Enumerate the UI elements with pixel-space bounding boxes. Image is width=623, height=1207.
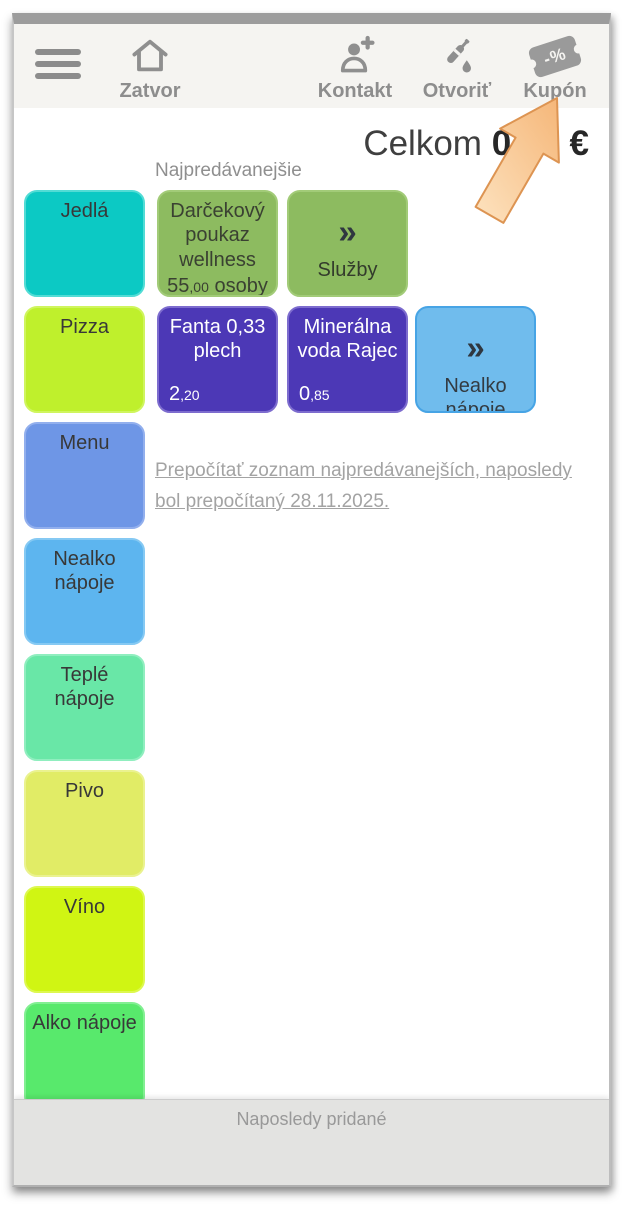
category-button-pivo[interactable]: Pivo	[24, 770, 145, 877]
product-name: Fanta 0,33 plech	[169, 316, 266, 363]
product-name: Minerálna voda Rajec	[297, 316, 398, 363]
category-link-button-sluzby[interactable]: » Služby	[287, 190, 408, 297]
category-button-pizza[interactable]: Pizza	[24, 306, 145, 413]
content-area: Celkom 0,00 € Najpredávanejšie Jedlá Piz…	[14, 108, 609, 1109]
toolbar-button-otvorit[interactable]: Otvoriť	[407, 32, 507, 103]
category-label: Teplé nápoje	[54, 664, 115, 710]
category-label: Pizza	[60, 316, 109, 338]
toolbar-button-zatvor[interactable]: Zatvor	[100, 32, 200, 103]
double-chevron-icon: »	[338, 213, 357, 250]
app-screen: Zatvor Kontakt	[12, 13, 611, 1187]
recalculate-bestsellers-link[interactable]: Prepočítať zoznam najpredávanejších, nap…	[155, 460, 572, 512]
recently-added-panel[interactable]: Naposledy pridané	[14, 1099, 609, 1185]
category-button-jedla[interactable]: Jedlá	[24, 190, 145, 297]
toolbar-button-kupon[interactable]: -% Kupón	[505, 32, 605, 103]
category-button-teple-napoje[interactable]: Teplé nápoje	[24, 654, 145, 761]
toolbar-label: Otvoriť	[422, 80, 492, 102]
bottle-icon	[407, 32, 507, 80]
category-button-alko-napoje[interactable]: Alko nápoje	[24, 1002, 145, 1109]
total-amount: Celkom 0,00 €	[363, 124, 589, 164]
category-label: Menu	[59, 432, 110, 454]
product-unit: osoby	[214, 275, 268, 297]
category-link-button-nealko-napoje[interactable]: » Nealko nápoje	[415, 306, 536, 413]
category-button-menu[interactable]: Menu	[24, 422, 145, 529]
product-price: 55,00 osoby	[167, 275, 268, 297]
recently-added-label: Naposledy pridané	[236, 1109, 387, 1129]
toolbar-button-kontakt[interactable]: Kontakt	[305, 32, 405, 103]
total-label: Celkom	[363, 124, 482, 163]
toolbar-label: Zatvor	[119, 80, 181, 102]
category-label: Pivo	[65, 780, 104, 802]
category-label: Víno	[63, 896, 106, 918]
toolbar: Zatvor Kontakt	[14, 24, 609, 108]
toolbar-label: Kupón	[523, 80, 587, 102]
product-button-mineralna-voda[interactable]: Minerálna voda Rajec 0,85	[287, 306, 408, 413]
hamburger-menu-icon[interactable]	[35, 49, 81, 79]
product-button-darcekovy-poukaz[interactable]: Darčekový poukaz wellness 55,00 osoby	[157, 190, 278, 297]
product-price: 0,85	[299, 383, 330, 405]
category-label: Nealko nápoje	[53, 548, 116, 594]
coupon-icon: -%	[505, 32, 605, 80]
product-price: 2,20	[169, 383, 200, 405]
total-value: 0,00 €	[491, 124, 589, 163]
double-chevron-icon: »	[466, 329, 485, 366]
category-button-nealko-napoje[interactable]: Nealko nápoje	[24, 538, 145, 645]
bestsellers-title: Najpredávanejšie	[155, 160, 302, 181]
person-add-icon	[305, 32, 405, 80]
product-name: Darčekový poukaz wellness	[170, 200, 265, 271]
category-button-vino[interactable]: Víno	[24, 886, 145, 993]
category-label: Alko nápoje	[32, 1012, 137, 1034]
coupon-icon-text: -%	[541, 42, 569, 69]
category-label: Jedlá	[60, 200, 109, 222]
toolbar-label: Kontakt	[317, 80, 393, 102]
product-button-fanta[interactable]: Fanta 0,33 plech 2,20	[157, 306, 278, 413]
category-link-label: Služby	[317, 259, 378, 281]
home-icon	[100, 32, 200, 80]
category-link-label: Nealko nápoje	[444, 375, 507, 413]
